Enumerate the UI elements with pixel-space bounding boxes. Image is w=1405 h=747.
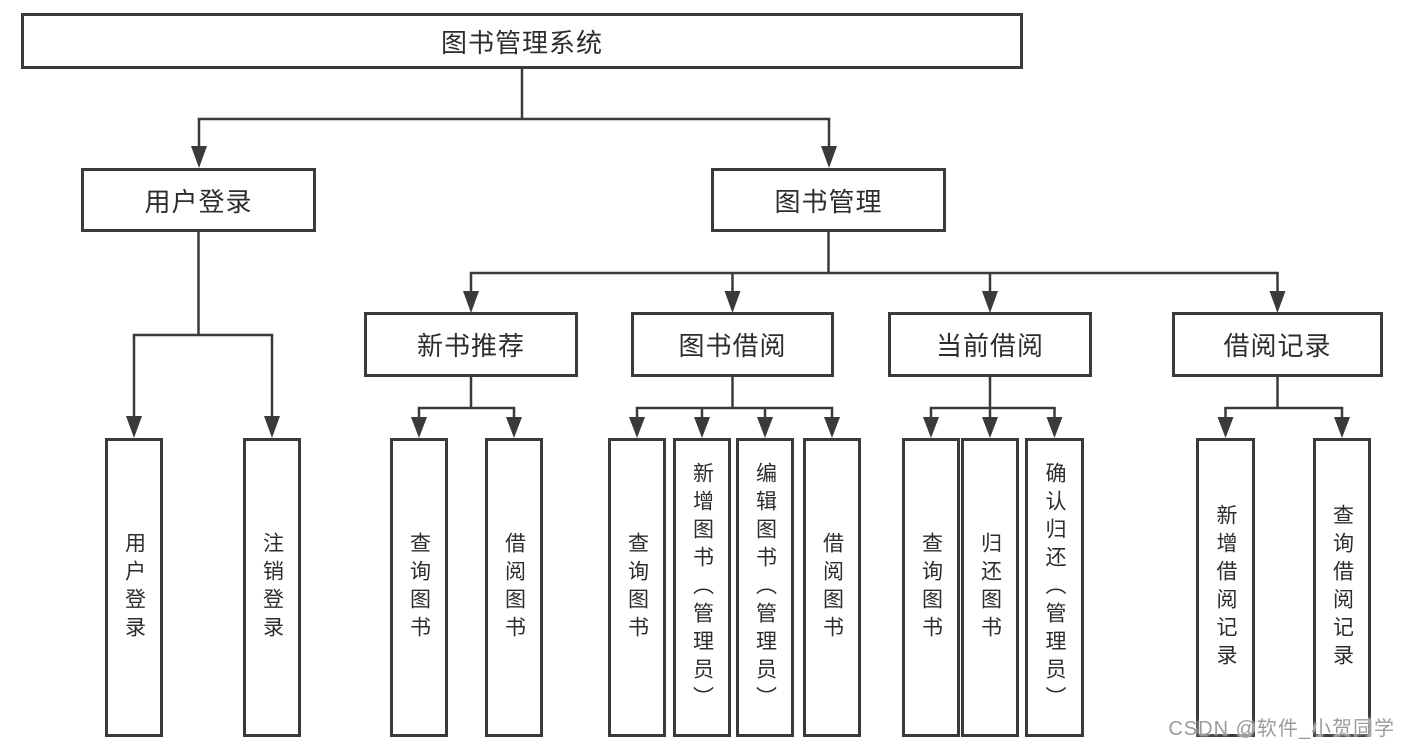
node-book-management: 图书管理 xyxy=(711,168,946,232)
node-borrow-records: 借阅记录 xyxy=(1172,312,1383,377)
node-current-borrow: 当前借阅 xyxy=(888,312,1092,377)
node-user-login: 用户登录 xyxy=(81,168,316,232)
leaf-add-book-admin: 新增图书（管理员） xyxy=(673,438,731,737)
leaf-borrow-books: 借阅图书 xyxy=(803,438,861,737)
connector-new-book-recommend-children xyxy=(411,377,522,438)
node-library-management-system: 图书管理系统 xyxy=(21,13,1023,69)
leaf-query-books-recommend: 查询图书 xyxy=(390,438,448,737)
connector-borrow-records-children xyxy=(1217,377,1350,438)
connector-root-to-level2 xyxy=(191,69,837,168)
leaf-confirm-return-admin: 确认归还（管理员） xyxy=(1025,438,1084,737)
csdn-watermark: CSDN @软件_小贺同学 xyxy=(1168,718,1395,740)
node-book-borrow: 图书借阅 xyxy=(631,312,834,377)
leaf-query-borrow-record: 查询借阅记录 xyxy=(1313,438,1371,737)
leaf-query-books-current: 查询图书 xyxy=(902,438,960,737)
leaf-user-login: 用户登录 xyxy=(105,438,163,737)
connector-book-management-children xyxy=(463,232,1286,313)
leaf-query-books-borrow: 查询图书 xyxy=(608,438,666,737)
leaf-add-borrow-record: 新增借阅记录 xyxy=(1196,438,1255,737)
connector-user-login-children xyxy=(126,232,280,438)
connector-book-borrow-children xyxy=(629,377,840,438)
leaf-return-book: 归还图书 xyxy=(961,438,1019,737)
leaf-logout-login: 注销登录 xyxy=(243,438,301,737)
node-new-book-recommend: 新书推荐 xyxy=(364,312,578,377)
connector-current-borrow-children xyxy=(923,377,1063,438)
leaf-borrow-books-recommend: 借阅图书 xyxy=(485,438,543,737)
leaf-edit-book-admin: 编辑图书（管理员） xyxy=(736,438,794,737)
